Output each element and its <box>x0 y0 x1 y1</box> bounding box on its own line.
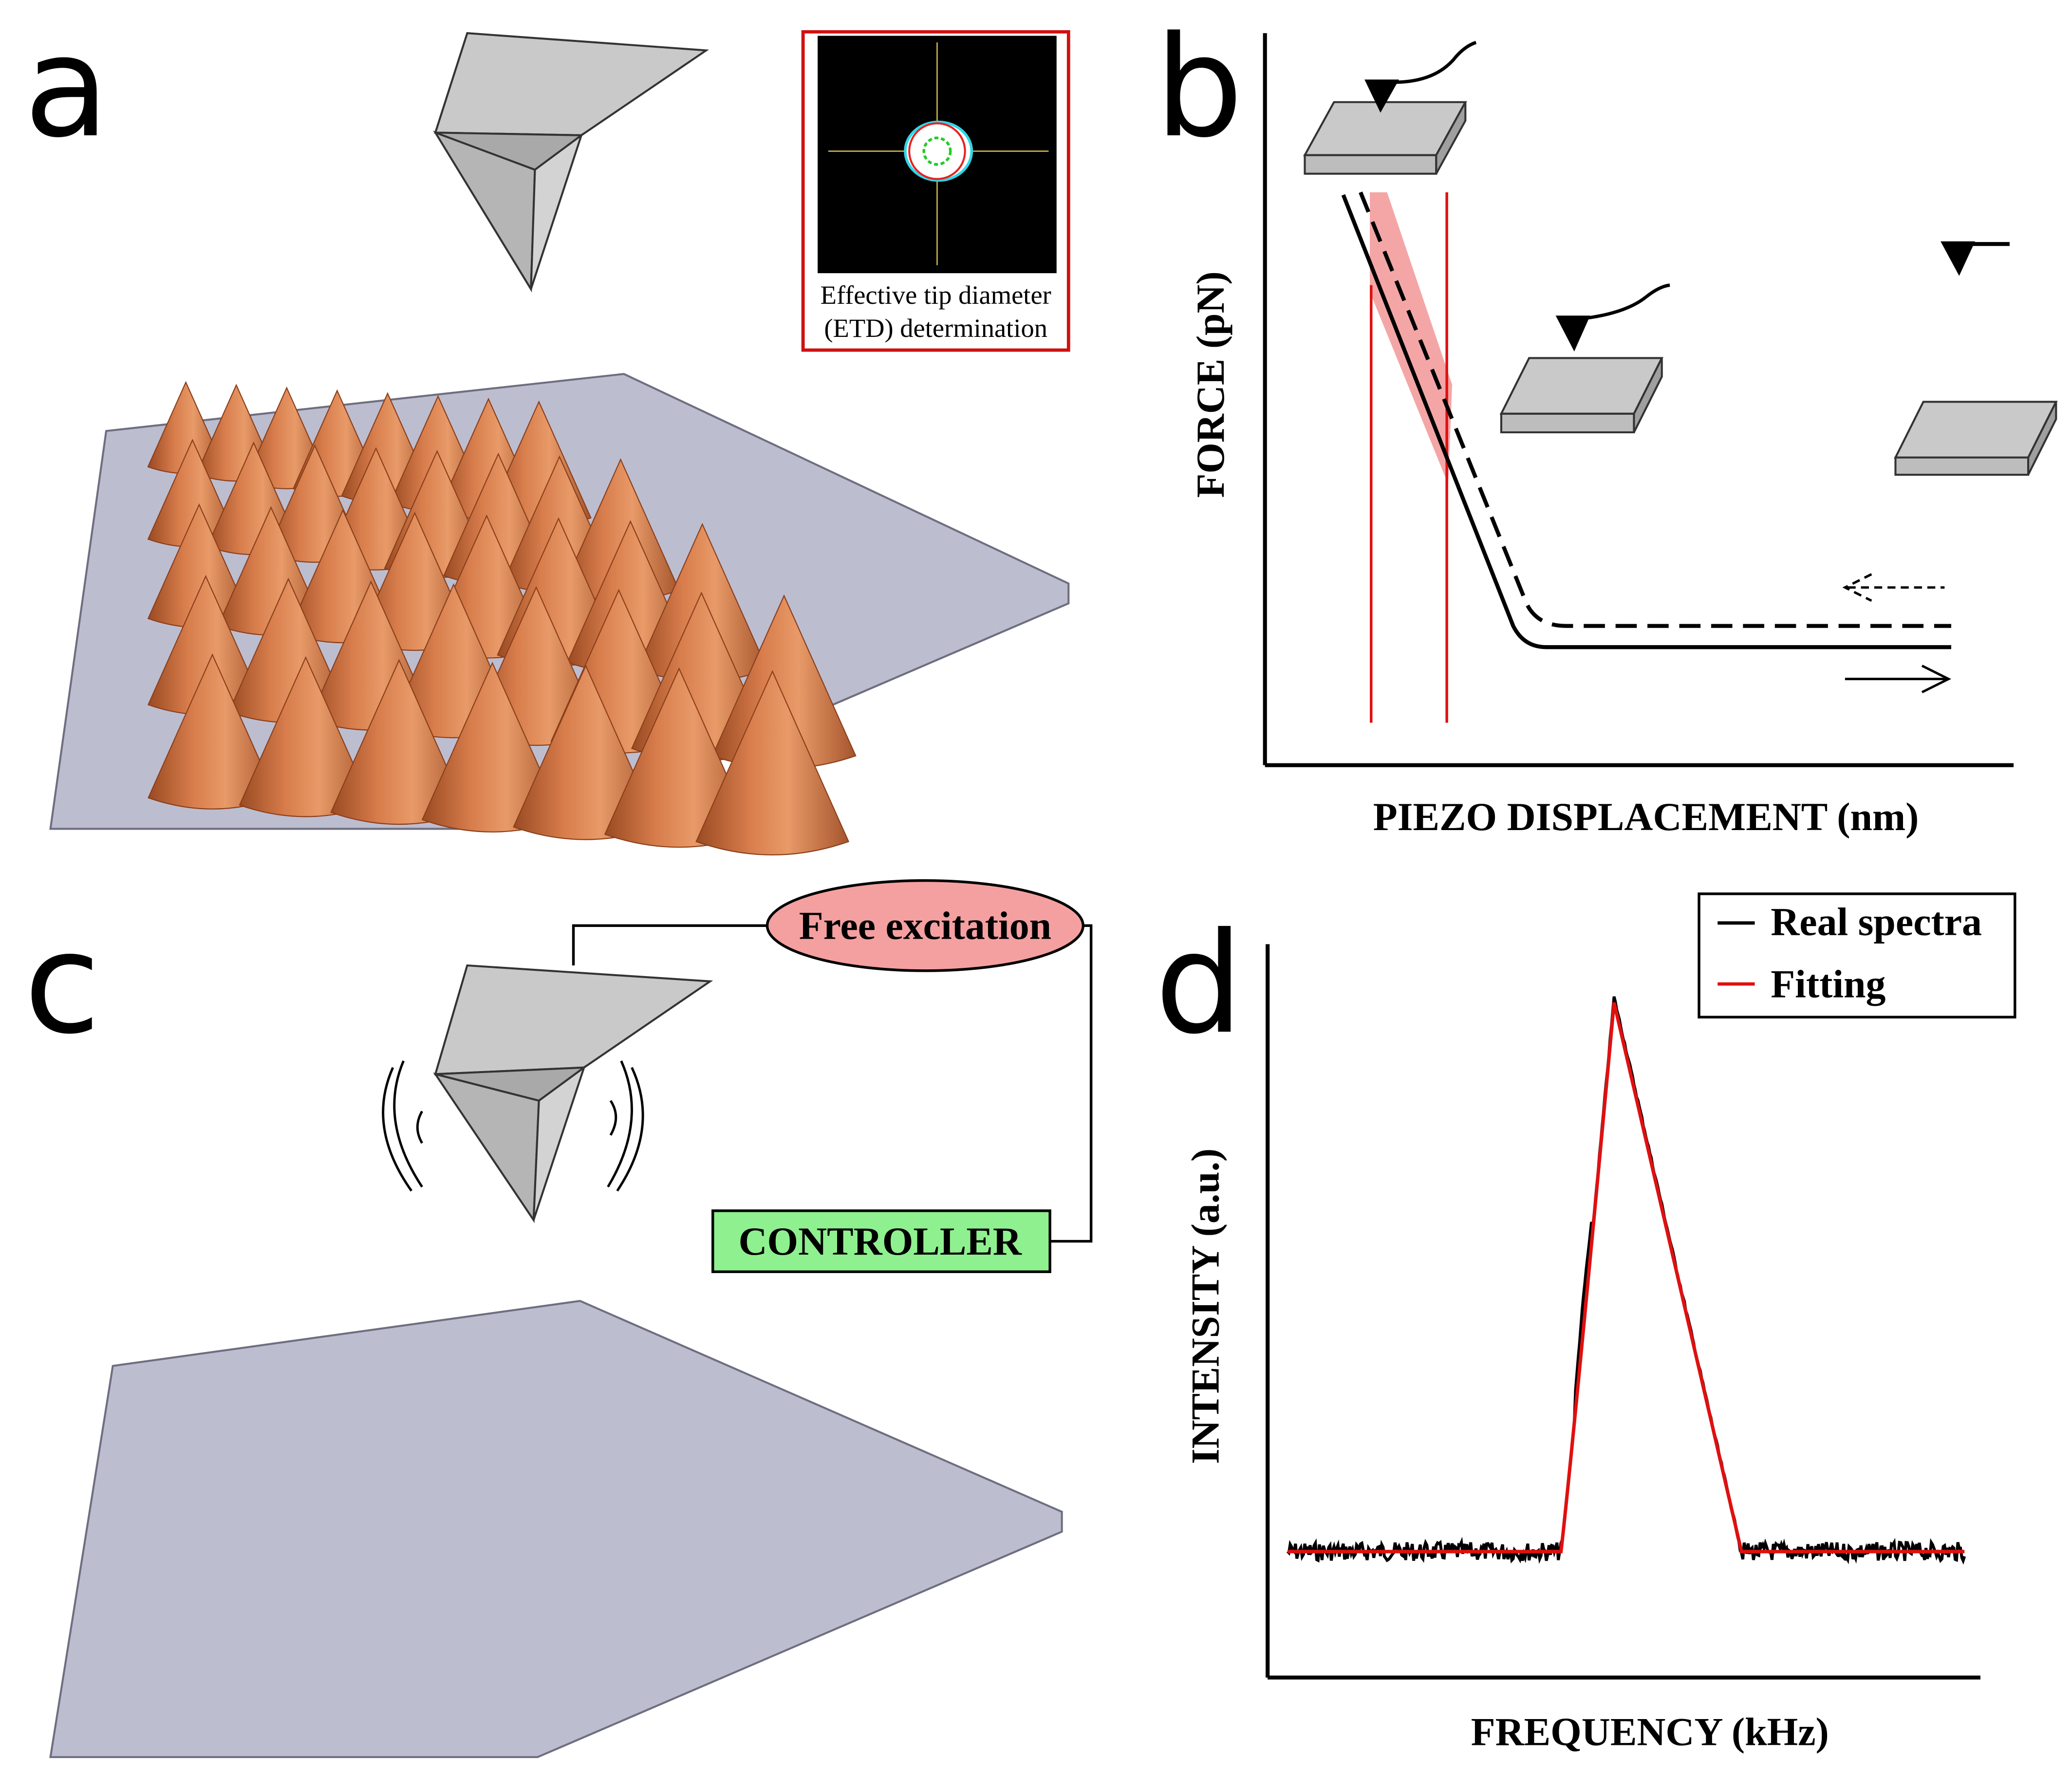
panel-b-letter: b <box>1155 6 1243 168</box>
legend-label-fit: Fitting <box>1771 962 1885 1006</box>
force-curve-dashed <box>1359 191 1951 628</box>
panel-a-letter: a <box>24 6 109 168</box>
sample-block-mid <box>1499 283 1670 434</box>
sample-block-contact <box>1303 40 1477 175</box>
free-excitation-node: Free excitation <box>765 879 1084 972</box>
excitation-wire <box>572 924 767 965</box>
series-real-spectra <box>1286 996 1966 1565</box>
panel-b-ylabel: FORCE (pN) <box>1188 271 1232 498</box>
panel-c: c Free excitation CONTROLLER <box>24 879 1093 1758</box>
panel-d-xlabel: FREQUENCY (kHz) <box>1471 1710 1829 1754</box>
series-fitting <box>1288 1002 1965 1554</box>
free-excitation-label: Free excitation <box>799 904 1051 948</box>
nanocone <box>695 670 850 855</box>
controller-box: CONTROLLER <box>711 1209 1051 1273</box>
legend-label-real: Real spectra <box>1771 899 1982 944</box>
substrate-plane-c <box>49 1300 1063 1758</box>
arrow-left-dashed <box>1842 573 1945 602</box>
vibration-marks-left <box>382 1060 423 1192</box>
panel-a: a Effective tip diameter (ETD) determina… <box>24 6 1070 855</box>
afm-tip <box>433 32 709 293</box>
nanocone-array <box>147 381 857 855</box>
controller-label: CONTROLLER <box>738 1219 1022 1263</box>
force-curve-solid <box>1341 194 1951 649</box>
etd-caption-line2: (ETD) determination <box>824 313 1047 343</box>
panel-d: d Real spectra Fitting INTENSITY (a.u.) … <box>1155 892 2016 1754</box>
panel-d-ylabel: INTENSITY (a.u.) <box>1183 1148 1227 1464</box>
vibration-marks-right <box>607 1060 644 1192</box>
arrow-right <box>1845 665 1951 694</box>
panel-c-letter: c <box>24 903 100 1065</box>
etd-caption-line1: Effective tip diameter <box>821 280 1051 310</box>
sample-block-far <box>1894 241 2058 476</box>
etd-inset: Effective tip diameter (ETD) determinati… <box>801 30 1070 352</box>
afm-tip-oscillating <box>433 964 713 1223</box>
feedback-wire <box>1050 924 1093 1243</box>
panel-b: b <box>1155 6 2058 839</box>
legend: Real spectra Fitting <box>1698 892 2016 1018</box>
panel-d-letter: d <box>1155 903 1243 1065</box>
panel-b-xlabel: PIEZO DISPLACEMENT (nm) <box>1373 795 1919 839</box>
